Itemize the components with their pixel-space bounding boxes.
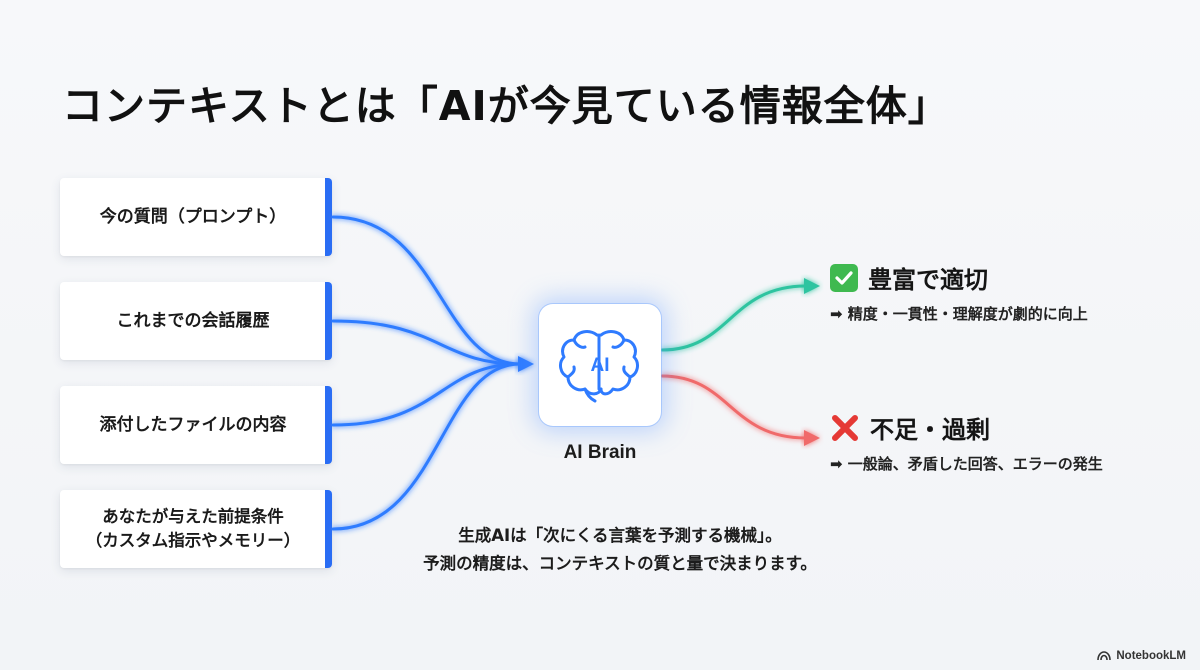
ai-brain-box: AI [539, 304, 661, 426]
input-card-conditions: あなたが与えた前提条件 （カスタム指示やメモリー） [60, 490, 332, 568]
result-good: 豊富で適切 ➡ 精度・一貫性・理解度が劇的に向上 [830, 260, 1088, 324]
brain-icon: AI [559, 330, 639, 403]
input-card-prompt: 今の質問（プロンプト） [60, 178, 332, 256]
notebooklm-logo-icon [1097, 651, 1112, 661]
flow-arrowhead [518, 356, 534, 372]
input-card-label: 添付したファイルの内容 [99, 414, 287, 435]
caption-line-2: 予測の精度は、コンテキストの質と量で決まります。 [423, 554, 817, 574]
card-accent-bar [325, 386, 332, 464]
result-good-detail: ➡ 精度・一貫性・理解度が劇的に向上 [830, 305, 1088, 323]
input-card-history: これまでの会話履歴 [60, 282, 332, 360]
input-card-label: これまでの会話履歴 [116, 310, 270, 331]
brand-name: NotebookLM [1116, 650, 1186, 662]
page-title: コンテキストとは「AIが今見ている情報全体」 [62, 82, 950, 130]
caption-line-1: 生成AIは「次にくる言葉を予測する機械」。 [458, 526, 782, 545]
bad-arrowhead [804, 430, 820, 446]
result-good-title: 豊富で適切 [868, 266, 988, 294]
result-bad: 不足・過剰 ➡ 一般論、矛盾した回答、エラーの発生 [830, 410, 1103, 474]
flow-line-files [331, 362, 522, 427]
input-card-label: 今の質問（プロンプト） [99, 206, 287, 227]
input-card-files: 添付したファイルの内容 [60, 386, 332, 464]
brain-icon-text: AI [591, 355, 610, 376]
check-icon [830, 263, 858, 292]
card-accent-bar [325, 282, 332, 360]
flow-line-good [660, 284, 808, 352]
result-bad-title: 不足・過剰 [870, 416, 990, 444]
result-bad-detail: ➡ 一般論、矛盾した回答、エラーの発生 [830, 455, 1103, 473]
card-accent-bar [325, 490, 332, 568]
good-arrowhead [804, 278, 820, 294]
brand: NotebookLM [1097, 650, 1186, 662]
card-accent-bar [325, 178, 332, 256]
input-card-label: あなたが与えた前提条件 （カスタム指示やメモリー） [85, 507, 301, 550]
flow-line-prompt [331, 215, 522, 366]
flow-line-history [331, 319, 522, 366]
caption: 生成AIは「次にくる言葉を予測する機械」。 予測の精度は、コンテキストの質と量で… [340, 522, 900, 578]
cross-icon [830, 413, 860, 443]
flow-line-bad [660, 374, 808, 440]
ai-brain-label: AI Brain [563, 442, 637, 463]
flow-line-conditions [331, 362, 522, 531]
